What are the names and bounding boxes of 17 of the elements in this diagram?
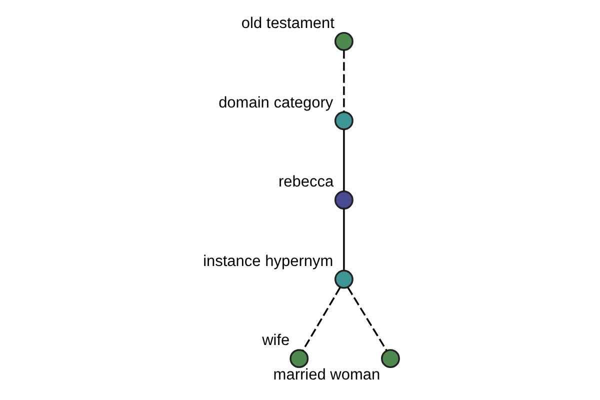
node-circle — [381, 349, 400, 368]
connector — [343, 50, 345, 112]
connector — [347, 287, 388, 351]
node-circle — [334, 270, 354, 289]
connector — [302, 287, 341, 351]
node-label: wife — [262, 332, 290, 350]
connector — [343, 208, 345, 270]
node-label: domain category — [218, 94, 334, 112]
node-circle — [290, 349, 309, 368]
node-label: married woman — [273, 366, 380, 384]
node-circle — [334, 32, 354, 51]
node-circle — [334, 111, 354, 130]
connector — [343, 129, 345, 192]
node-circle — [334, 190, 354, 210]
node-label: rebecca — [278, 174, 334, 191]
node-label: instance hypernym — [203, 252, 334, 270]
node-label: old testament — [241, 14, 334, 32]
